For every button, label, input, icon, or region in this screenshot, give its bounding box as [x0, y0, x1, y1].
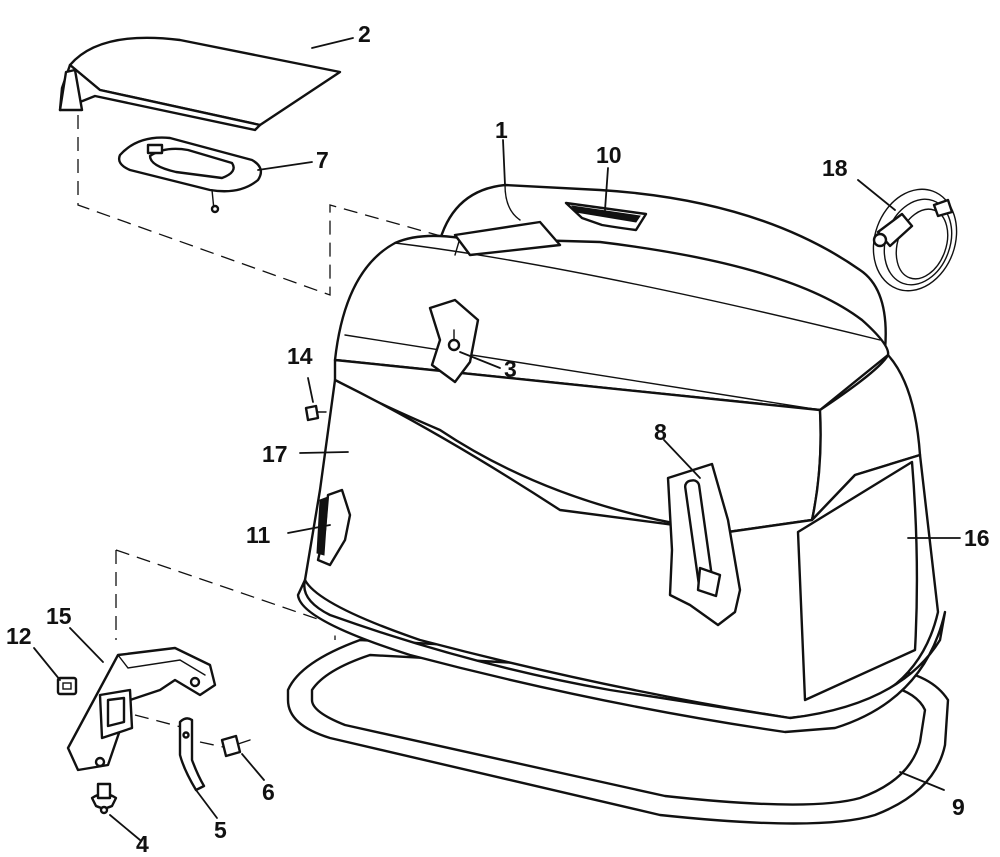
callout-numbers: 1 2 3 4 5 6 7 8 9 10 11 12 14 15 16 17 1… [6, 21, 990, 857]
callout-5: 5 [214, 817, 227, 843]
mounting-bracket [66, 646, 217, 772]
callout-8: 8 [654, 419, 667, 445]
callout-9: 9 [952, 794, 965, 820]
cutaway-screw-detail [428, 298, 480, 384]
callout-1: 1 [495, 117, 508, 143]
screw-6 [220, 734, 251, 758]
callout-10: 10 [596, 142, 622, 168]
callout-7: 7 [316, 147, 329, 173]
callout-18: 18 [822, 155, 848, 181]
clip-12 [56, 676, 78, 696]
callout-3: 3 [504, 356, 517, 382]
side-decal-cutaway [316, 488, 352, 567]
screw-14 [304, 404, 327, 422]
motor-cover [296, 183, 947, 734]
top-cap [58, 36, 342, 132]
wire-harness [872, 188, 958, 292]
callout-12: 12 [6, 623, 32, 649]
callout-11: 11 [246, 522, 271, 548]
callout-4: 4 [136, 831, 149, 857]
callout-6: 6 [262, 779, 275, 805]
callout-17: 17 [262, 441, 288, 467]
callout-15: 15 [46, 603, 72, 629]
leader-lines [33, 37, 961, 841]
callout-14: 14 [287, 343, 313, 369]
callout-2: 2 [358, 21, 371, 47]
spring-clip-5 [178, 717, 206, 792]
callout-16: 16 [964, 525, 990, 551]
emblem-decal [564, 201, 648, 232]
latch-bracket [666, 462, 742, 627]
grommet-4 [90, 782, 118, 815]
cap-gasket-plate [117, 136, 263, 214]
